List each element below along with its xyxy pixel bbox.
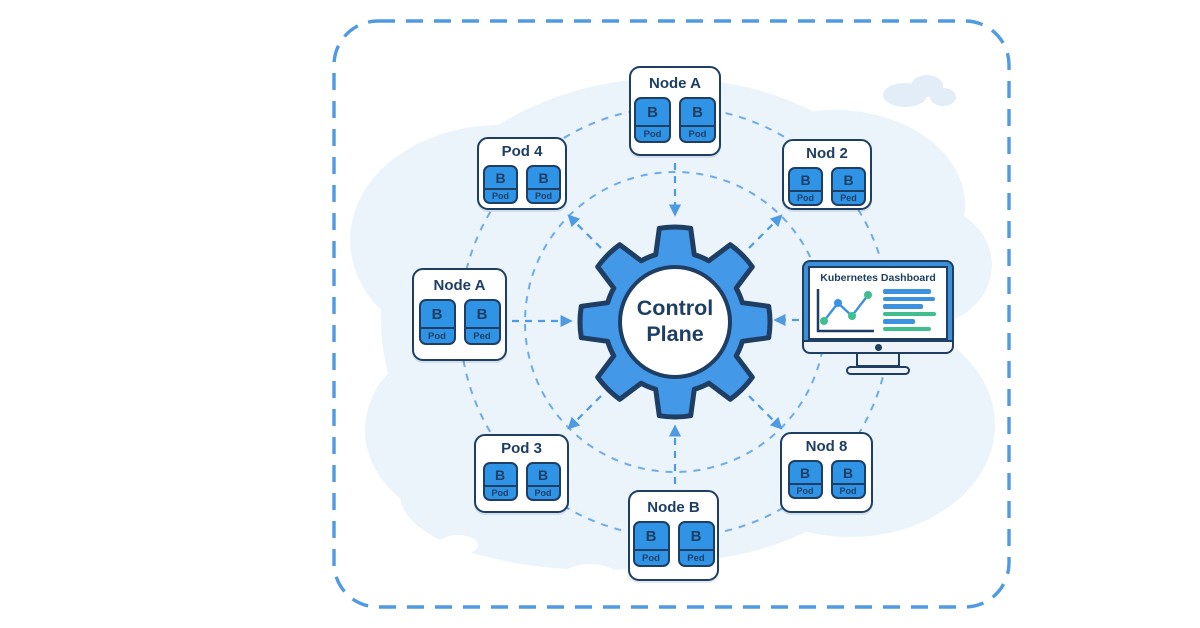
node-label: Node A: [649, 75, 701, 92]
chart-dots: [820, 291, 872, 325]
node-box-bottom-left: Pod 3 B Pod B Pod: [474, 434, 569, 513]
pod-letter: B: [800, 171, 811, 188]
pod-container: B Pod: [483, 165, 518, 204]
dashboard-bar-blue: [883, 296, 935, 301]
control-plane-line1: Control: [636, 296, 714, 320]
pod-letter: B: [692, 103, 703, 121]
node-box-top-left: Pod 4 B Pod B Pod: [477, 137, 567, 210]
pod-letter: B: [799, 464, 811, 481]
pod-letter: B: [647, 103, 658, 121]
node-box-top-right: Nod 2 B Pod B Ped: [782, 139, 872, 210]
dashboard-bar-blue: [883, 289, 931, 294]
chart-dot-green: [864, 291, 872, 299]
dashboard-title: Kubernetes Dashboard: [820, 272, 936, 284]
connection-arrows: [512, 163, 799, 484]
pod-container: B Pod: [787, 460, 823, 499]
pod-letter: B: [431, 305, 443, 323]
dashboard-bars: [883, 289, 937, 331]
pod-container: B Pod: [418, 299, 456, 345]
node-label: Node B: [647, 499, 700, 516]
dashboard-line-chart: [816, 289, 874, 333]
pod-letter: B: [645, 527, 657, 545]
gear-hub: [618, 265, 732, 379]
pod-letter: B: [690, 527, 702, 545]
chart-axes: [816, 289, 874, 333]
pod-letter: B: [538, 169, 549, 186]
pod-caption: Pod: [790, 190, 821, 204]
control-plane-line2: Plane: [646, 322, 704, 347]
node-label: Nod 2: [806, 145, 848, 162]
pod-caption: Ped: [679, 549, 713, 565]
pod-caption: Pod: [634, 549, 668, 565]
pod-caption: Pod: [484, 485, 516, 499]
pod-letter: B: [843, 171, 854, 188]
control-plane-label: Control Plane: [610, 295, 740, 347]
node-box-top: Node A B Pod B Pod: [629, 66, 721, 156]
pod-letter: B: [495, 169, 506, 186]
dashboard-screen: Kubernetes Dashboard: [808, 266, 948, 340]
dashboard-bar-blue: [883, 319, 915, 324]
chart-dot-blue: [834, 299, 842, 307]
chart-dot-green: [820, 317, 828, 325]
pod-container: B Pod: [632, 521, 670, 567]
dashboard-monitor: Kubernetes Dashboard: [802, 260, 954, 375]
pod-container: B Pod: [526, 165, 561, 204]
pod-caption: Pod: [420, 327, 454, 343]
pod-letter: B: [842, 464, 854, 481]
dashboard-bar-green: [883, 326, 931, 331]
node-label: Pod 3: [501, 440, 542, 457]
node-box-bottom-right: Nod 8 B Pod B Pod: [780, 432, 873, 513]
cloud-icon: [883, 75, 956, 107]
pod-letter: B: [537, 466, 549, 483]
pod-container: B Pod: [525, 462, 561, 501]
pod-caption: Pod: [485, 188, 516, 202]
pod-container: B Pod: [634, 97, 671, 143]
dashed-border-frame: [332, 19, 1011, 609]
pod-caption: Ped: [833, 190, 864, 204]
pod-letter: B: [476, 305, 488, 323]
pod-caption: Pod: [528, 188, 559, 202]
pod-container: B Ped: [831, 167, 866, 206]
pod-container: B Pod: [830, 460, 866, 499]
pod-container: B Pod: [482, 462, 518, 501]
pod-caption: Ped: [465, 327, 499, 343]
camera-dot-icon: [874, 343, 882, 351]
monitor-stand-base: [846, 366, 910, 375]
node-label: Nod 8: [805, 438, 848, 455]
node-box-bottom: Node B B Pod B Ped: [628, 490, 719, 581]
dashboard-bar-blue: [883, 304, 923, 309]
pod-container: B Pod: [679, 97, 716, 143]
monitor-frame: Kubernetes Dashboard: [802, 260, 954, 340]
pod-letter: B: [494, 466, 506, 483]
node-label: Pod 4: [501, 143, 543, 160]
monitor-bezel: [802, 340, 954, 354]
pod-container: B Ped: [677, 521, 715, 567]
pod-caption: Pod: [789, 483, 821, 497]
pod-caption: Pod: [636, 125, 669, 141]
cloud-icon: [400, 535, 929, 601]
pod-caption: Pod: [681, 125, 714, 141]
dashboard-bar-green: [883, 311, 936, 316]
pod-container: B Pod: [788, 167, 823, 206]
pod-caption: Pod: [527, 485, 559, 499]
node-label: Node A: [433, 277, 486, 294]
chart-dot-green: [848, 312, 856, 320]
pod-container: B Ped: [463, 299, 501, 345]
pod-caption: Pod: [832, 483, 864, 497]
node-box-left: Node A B Pod B Ped: [412, 268, 507, 361]
chart-line: [823, 294, 869, 322]
